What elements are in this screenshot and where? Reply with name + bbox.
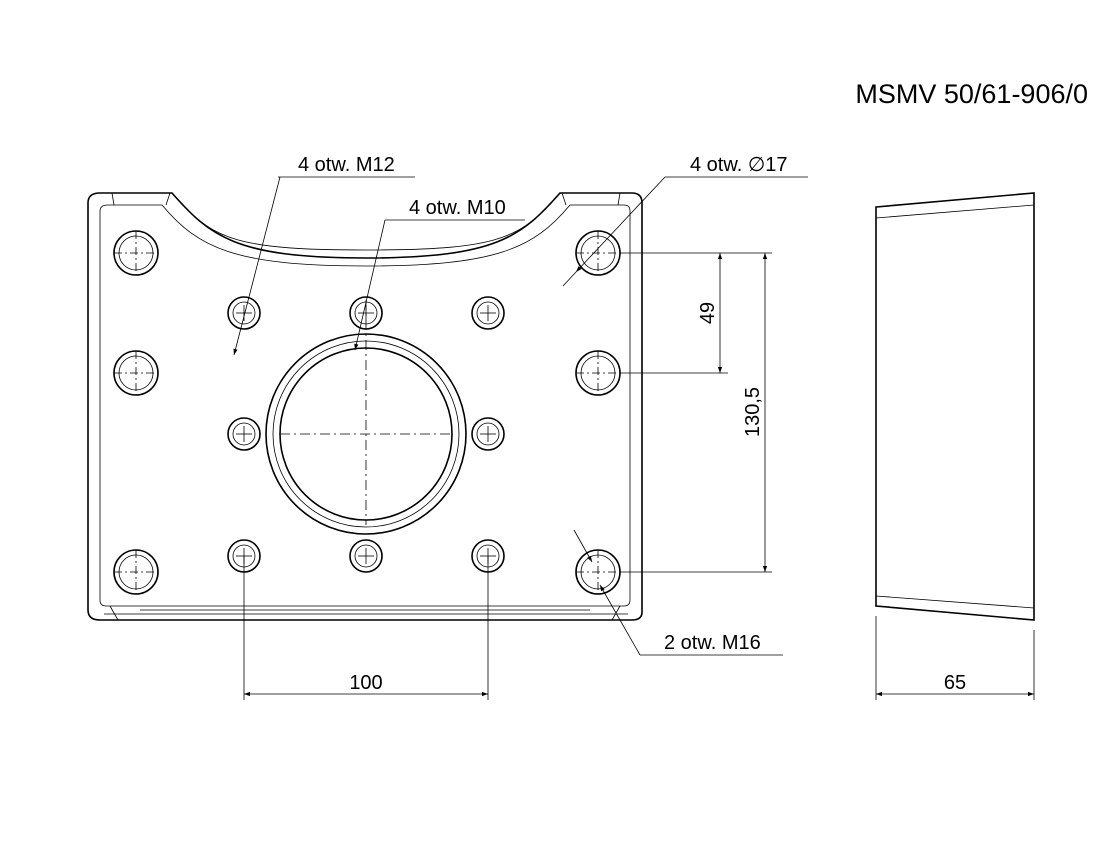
callout-m10: 4 otw. M10	[354, 197, 525, 351]
central-bore	[265, 300, 467, 535]
dimension-65: 65	[875, 616, 1035, 700]
hole-d17	[575, 549, 621, 595]
hole-d17	[575, 230, 621, 276]
label-d17: 4 otw. ∅17	[690, 154, 787, 176]
dimension-label-130-5: 130,5	[742, 387, 764, 437]
dimension-label-65: 65	[944, 672, 966, 694]
hole-m12	[227, 296, 261, 330]
dimension-49: 49	[620, 252, 728, 374]
callout-d17: 4 otw. ∅17	[562, 154, 808, 287]
hole-m10	[471, 417, 505, 451]
label-m16: 2 otw. M16	[664, 632, 761, 654]
drawing-title: MSMV 50/61-906/0	[855, 79, 1088, 109]
hole-d17	[113, 549, 159, 595]
dimension-label-49: 49	[697, 302, 719, 324]
callout-m16: 2 otw. M16	[573, 529, 783, 656]
hole-d17	[113, 230, 159, 276]
label-m10: 4 otw. M10	[409, 197, 506, 219]
label-m12: 4 otw. M12	[298, 154, 395, 176]
hole-m16	[575, 350, 621, 396]
dimension-100: 100	[243, 556, 489, 700]
hole-m12	[471, 296, 505, 330]
plate-side-view	[875, 192, 1035, 621]
plate-front-view	[87, 192, 643, 621]
hole-m16	[113, 350, 159, 396]
dimension-label-100: 100	[349, 672, 382, 694]
dimension-130-5: 130,5	[620, 252, 772, 573]
hole-m10	[349, 539, 383, 573]
hole-m10	[227, 417, 261, 451]
callout-m12: 4 otw. M12	[233, 154, 415, 356]
